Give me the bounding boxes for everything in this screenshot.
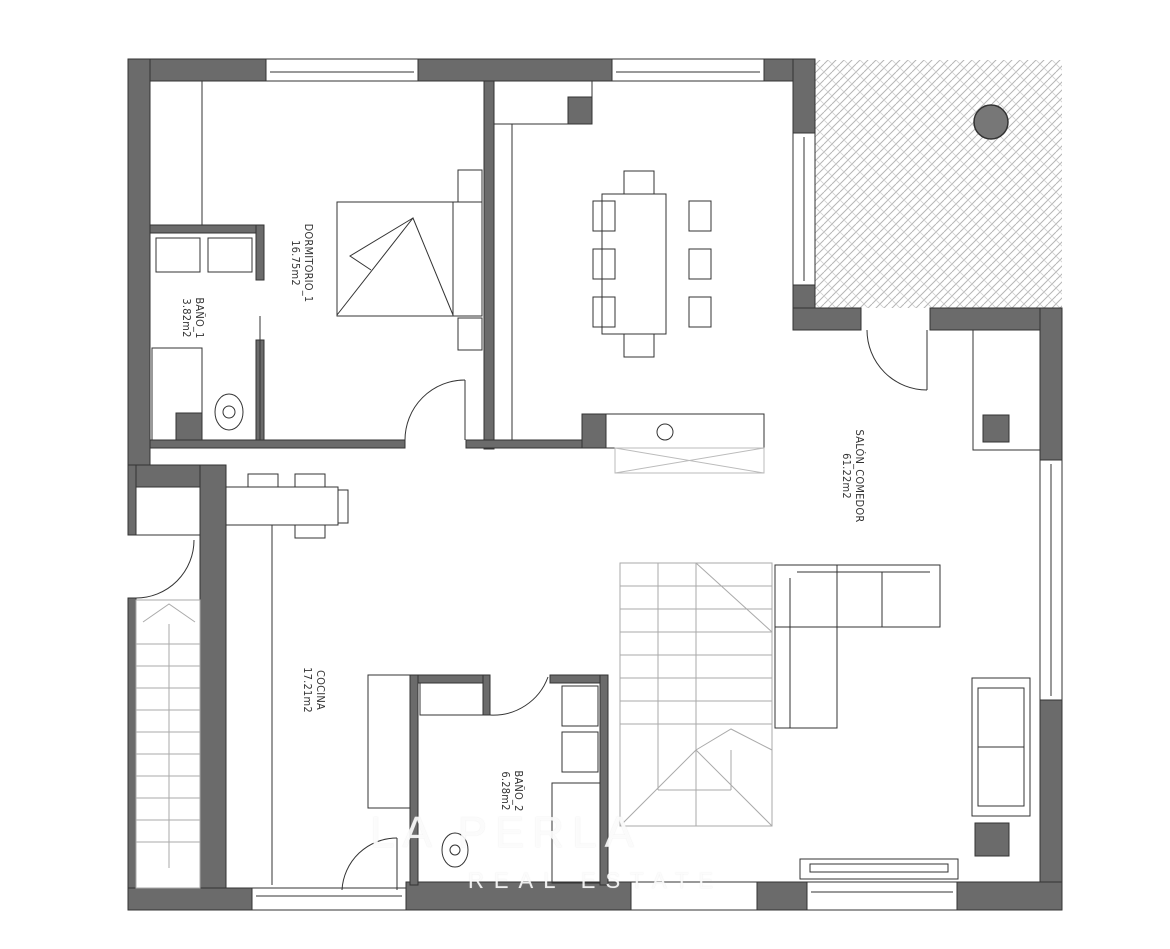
room-label-bano-1: BAÑO_1 3.82m2 xyxy=(180,288,206,348)
room-label-salon-comedor: SALÓN_COMEDOR 61.22m2 xyxy=(840,426,866,526)
windows xyxy=(251,58,1063,911)
room-name: COCINA xyxy=(314,670,327,710)
room-name: DORMITORIO_1 xyxy=(302,223,315,303)
room-area: 61.22m2 xyxy=(840,453,853,499)
room-name: BAÑO_1 xyxy=(193,297,206,339)
room-label-dormitorio-1: DORMITORIO_1 16.75m2 xyxy=(289,223,315,303)
room-area: 17.21m2 xyxy=(301,667,314,713)
bath2-fixtures xyxy=(419,676,601,884)
room-area: 16.75m2 xyxy=(289,240,302,286)
door-arc xyxy=(404,379,466,441)
fireplace xyxy=(605,413,765,449)
bath1-fixtures xyxy=(151,237,265,441)
planter-icon xyxy=(973,104,1009,140)
room-name: SALÓN_COMEDOR xyxy=(853,429,866,523)
exterior-stairs-icon xyxy=(135,599,201,889)
watermark-brand: LA PERLA xyxy=(370,808,642,857)
room-area: 3.82m2 xyxy=(180,298,193,338)
room-label-cocina: COCINA 17.21m2 xyxy=(301,660,327,720)
walls xyxy=(127,58,1063,911)
sofa-icon xyxy=(774,564,1031,817)
terrace xyxy=(815,60,1062,308)
kitchen-bar xyxy=(225,473,349,885)
wardrobe xyxy=(149,80,203,226)
stairs-icon xyxy=(619,562,773,827)
watermark-tagline: REAL ESTATE xyxy=(468,868,724,893)
tv-unit xyxy=(799,858,959,880)
bed-icon xyxy=(336,169,483,351)
dining-table-icon xyxy=(494,81,712,440)
